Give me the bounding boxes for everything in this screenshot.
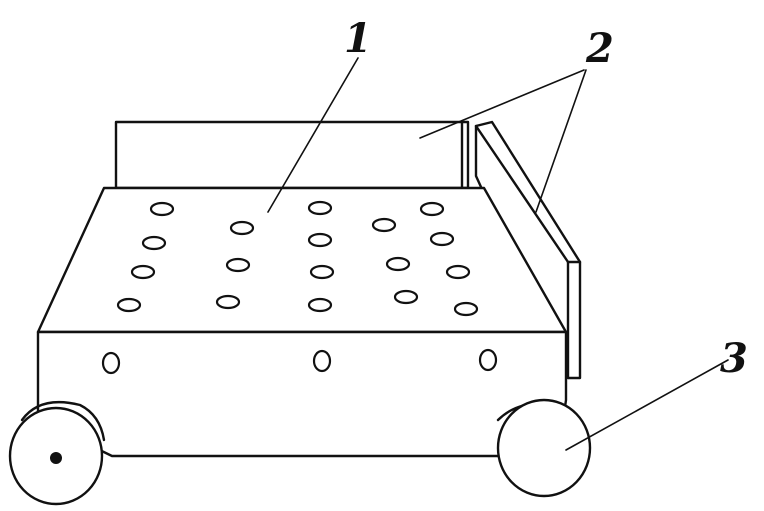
deck-hole — [429, 231, 455, 247]
deck-hole — [307, 232, 333, 248]
deck-hole — [307, 297, 333, 313]
front-hole — [101, 351, 121, 375]
right-wheel — [496, 398, 592, 498]
deck-hole — [419, 201, 445, 217]
deck-hole — [149, 201, 175, 217]
deck-holes — [116, 200, 479, 317]
deck-hole — [229, 220, 255, 236]
deck-hole — [130, 264, 156, 280]
deck-hole — [393, 289, 419, 305]
callout-label-3: 3 — [720, 335, 748, 382]
front-hole — [478, 348, 498, 372]
left-wheel — [8, 401, 106, 506]
deck-hole — [371, 217, 397, 233]
deck-hole — [225, 257, 251, 273]
leader-line-2b — [535, 69, 587, 213]
deck-hole — [385, 256, 411, 272]
front-hole — [312, 349, 332, 373]
callout-label-1: 1 — [344, 15, 372, 62]
deck-hole — [215, 294, 241, 310]
deck-hole — [141, 235, 167, 251]
perforated-deck — [36, 186, 568, 334]
deck-hole — [309, 264, 335, 280]
deck-hole — [307, 200, 333, 216]
front-holes — [101, 348, 498, 375]
leader-line-1 — [267, 57, 359, 213]
callout-label-2: 2 — [585, 25, 614, 72]
deck-hole — [116, 297, 142, 313]
deck-hole — [453, 301, 479, 317]
leader-lines — [267, 57, 729, 451]
back-wall-panel — [114, 120, 470, 190]
leader-line-2a — [419, 69, 585, 139]
deck-hole — [445, 264, 471, 280]
wheel-axle — [50, 452, 62, 464]
leader-line-3 — [565, 359, 729, 451]
